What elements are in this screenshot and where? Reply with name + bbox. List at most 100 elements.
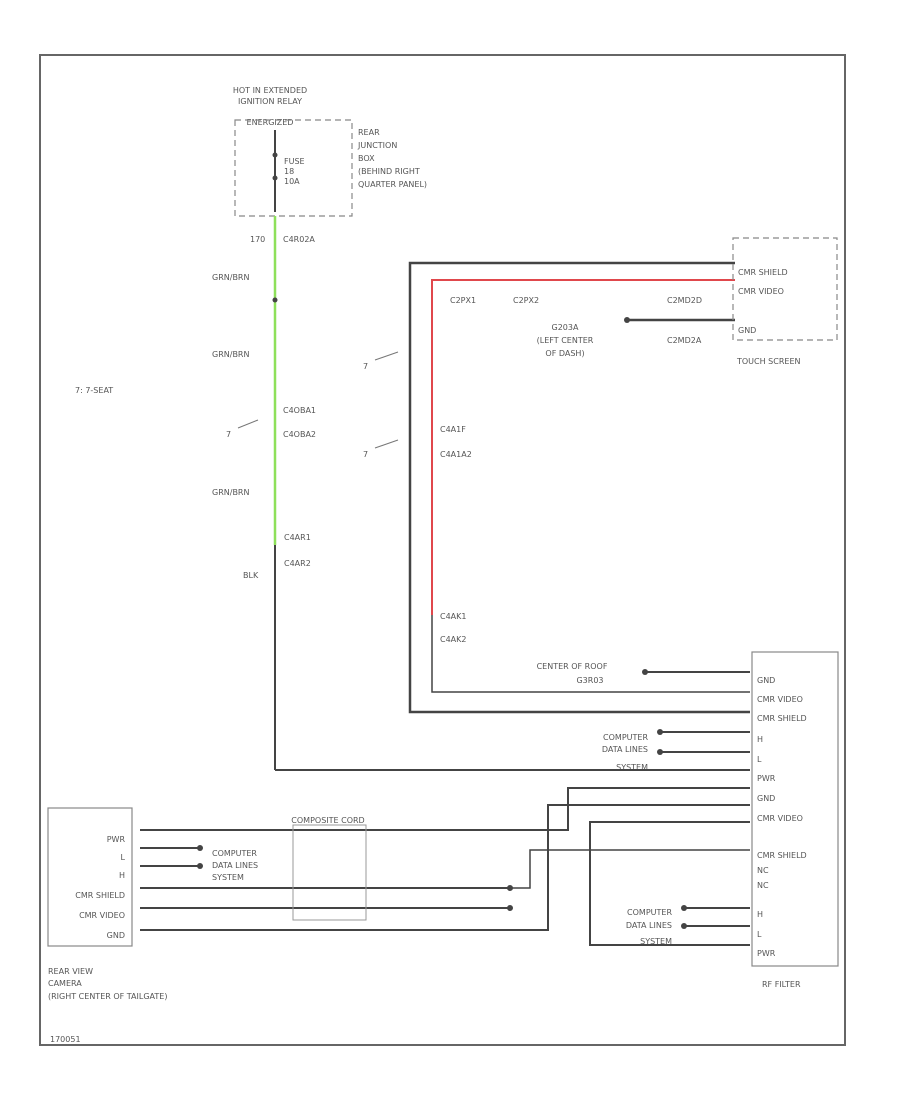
diagram-frame (39, 54, 846, 1046)
power-source-label: ENERGIZED (247, 118, 294, 127)
roof-ground-label: G3R03 (576, 676, 603, 685)
rf-data-label: SYSTEM (640, 937, 672, 946)
rf-data-label: COMPUTER (627, 908, 672, 917)
option-marker: 7 (363, 450, 368, 459)
wire-color-label: GRN/BRN (212, 273, 249, 282)
filter-pwr-wire (140, 787, 750, 831)
data-dot (657, 749, 663, 755)
rf-pin-label: CMR SHIELD (757, 851, 807, 860)
power-source-label: HOT IN EXTENDED (233, 86, 307, 95)
seat-option-label: 7: 7-SEAT (75, 386, 113, 395)
camera-pin-label: PWR (107, 835, 126, 844)
filter-video-wire (589, 821, 750, 946)
cam-dot (507, 885, 513, 891)
connector-label: C2MD2A (667, 336, 702, 345)
ground-label: G203A (552, 323, 579, 332)
connector-label: C4AK2 (440, 635, 466, 644)
rf-pin-label: GND (757, 794, 775, 803)
composite-cord-box (292, 824, 367, 921)
cam-data-label: SYSTEM (212, 873, 244, 882)
data-dot (681, 923, 687, 929)
video-wire-lower (431, 615, 750, 693)
cam-dot (507, 905, 513, 911)
fuse-label: 18 (284, 167, 294, 176)
fuse-label: FUSE (284, 157, 305, 166)
cam-data-label: DATA LINES (212, 861, 258, 870)
data-lines-label: SYSTEM (616, 763, 648, 772)
ground-label: OF DASH) (545, 349, 584, 358)
rf-pin-label: L (757, 755, 762, 764)
rf-filter-box (751, 651, 839, 967)
splice-dot (272, 297, 278, 303)
filter-gnd-wire (140, 804, 750, 931)
connector-label: C4OBA1 (283, 406, 316, 415)
rf-pin-label: H (757, 910, 763, 919)
rf-pin-label: H (757, 735, 763, 744)
rear-junction-box (234, 119, 353, 217)
shield-wire (408, 261, 750, 714)
connector-label: C2PX1 (450, 296, 476, 305)
option-marker: 7 (226, 430, 231, 439)
ground-dot (642, 669, 648, 675)
connector-label: C4AR2 (284, 559, 311, 568)
data-dot (197, 845, 203, 851)
touch-screen-box (732, 237, 838, 341)
junction-box-label: QUARTER PANEL) (358, 180, 427, 189)
wire-color-label: BLK (243, 571, 259, 580)
connector-label: C2PX2 (513, 296, 539, 305)
touch-pin-label: CMR VIDEO (738, 287, 784, 296)
ground-label: (LEFT CENTER (537, 336, 594, 345)
junction-box-label: JUNCTION (357, 141, 397, 150)
option-arrow (374, 351, 399, 361)
camera-label: (RIGHT CENTER OF TAILGATE) (48, 992, 167, 1001)
camera-pin-label: CMR SHIELD (75, 891, 125, 900)
junction-box-label: (BEHIND RIGHT (358, 167, 420, 176)
data-dot (657, 729, 663, 735)
junction-box-label: BOX (358, 154, 375, 163)
connector-label: C4R02A (283, 235, 315, 244)
fuse-terminal (272, 175, 278, 181)
fuse-terminal (272, 152, 278, 158)
connector-label: C4AK1 (440, 612, 466, 621)
connector-label: 170 (250, 235, 265, 244)
option-marker: 7 (363, 362, 368, 371)
power-source-label: IGNITION RELAY (238, 97, 302, 106)
rf-pin-label: PWR (757, 774, 776, 783)
composite-cord-label: COMPOSITE CORD (291, 816, 364, 825)
touch-pin-label: GND (738, 326, 756, 335)
data-lines-label: DATA LINES (602, 745, 648, 754)
option-arrow (374, 439, 399, 449)
connector-label: C2MD2D (667, 296, 702, 305)
wire-color-label: GRN/BRN (212, 488, 249, 497)
touch-pin-label: CMR SHIELD (738, 268, 788, 277)
rf-pin-label: L (757, 930, 762, 939)
camera-pin-label: GND (107, 931, 125, 940)
camera-box (47, 807, 133, 947)
video-wire (431, 279, 735, 615)
rf-pin-label: PWR (757, 949, 776, 958)
ground-dot (624, 317, 630, 323)
touch-screen-label: TOUCH SCREEN (736, 357, 801, 366)
connector-label: C4A1F (440, 425, 466, 434)
rf-pin-label: CMR SHIELD (757, 714, 807, 723)
connector-label: C4OBA2 (283, 430, 316, 439)
data-lines-label: COMPUTER (603, 733, 648, 742)
diagram-id: 170051 (50, 1035, 81, 1044)
wire-color-label: GRN/BRN (212, 350, 249, 359)
camera-pin-label: CMR VIDEO (79, 911, 125, 920)
connector-label: C4A1A2 (440, 450, 472, 459)
rf-pin-label: NC (757, 881, 769, 890)
cam-data-label: COMPUTER (212, 849, 257, 858)
rf-pin-label: CMR VIDEO (757, 695, 803, 704)
camera-label: REAR VIEW (48, 967, 93, 976)
rf-filter-label: RF FILTER (762, 980, 801, 989)
data-dot (197, 863, 203, 869)
rf-pin-label: CMR VIDEO (757, 814, 803, 823)
fuse-label: 10A (284, 177, 300, 186)
roof-ground-label: CENTER OF ROOF (537, 662, 608, 671)
data-dot (681, 905, 687, 911)
filter-shield-wire (510, 849, 750, 889)
rf-data-label: DATA LINES (626, 921, 672, 930)
